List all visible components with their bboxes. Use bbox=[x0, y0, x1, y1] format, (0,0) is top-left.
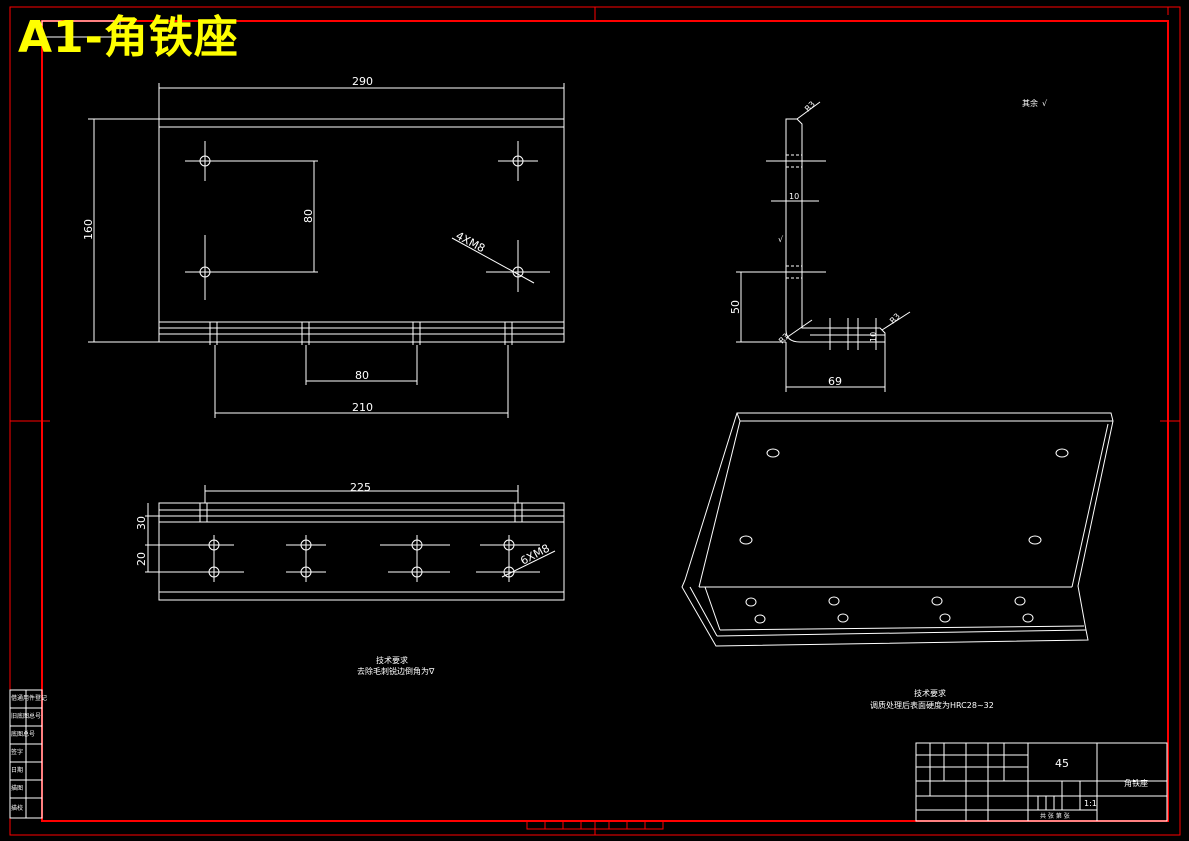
drawing-frame bbox=[9, 6, 1181, 836]
side-r-bend-label: R3 bbox=[777, 332, 791, 346]
side-leg-dim: 50 bbox=[729, 300, 742, 314]
front-view bbox=[88, 83, 565, 418]
front-bottom-210-dim: 210 bbox=[352, 401, 373, 414]
side-table-cell-5: 日期 bbox=[11, 766, 23, 774]
side-r-end-label: R3 bbox=[888, 312, 902, 326]
side-table bbox=[9, 689, 43, 819]
side-table-cell-4: 签字 bbox=[11, 748, 23, 756]
side-view bbox=[736, 101, 911, 392]
side-thickness-base-dim: 10 bbox=[869, 332, 878, 342]
front-height-dim: 160 bbox=[82, 219, 95, 240]
bottom-30-dim: 30 bbox=[135, 516, 148, 530]
side-thickness-dim: 10 bbox=[789, 192, 799, 201]
title-block bbox=[915, 742, 1168, 822]
isometric-view bbox=[681, 412, 1114, 647]
front-pattern-label: 4XM8 bbox=[454, 229, 488, 255]
side-table-cell-6: 描图 bbox=[11, 784, 23, 792]
bottom-length-dim: 225 bbox=[350, 481, 371, 494]
tech-req-right-title: 技术要求 bbox=[914, 688, 946, 698]
side-roughness-mark: √ bbox=[778, 235, 784, 244]
title-block-material: 45 bbox=[1055, 757, 1069, 770]
roughness-other-label: 其余 bbox=[1022, 98, 1038, 108]
side-width-dim: 69 bbox=[828, 375, 842, 388]
tech-req-left-body: 去除毛刺锐边倒角为∇ bbox=[357, 666, 435, 676]
side-r-top-label: R3 bbox=[803, 100, 817, 114]
side-table-cell-7: 描校 bbox=[11, 804, 23, 812]
roughness-other-symbol: √ bbox=[1042, 99, 1048, 108]
title-block-part-name: 角铁座 bbox=[1124, 778, 1148, 788]
drawing-title: A1-角铁座 bbox=[18, 12, 239, 63]
title-box bbox=[41, 20, 121, 38]
side-table-cell-1: 借通用件登记 bbox=[11, 694, 47, 702]
tech-req-right-body: 调质处理后表面硬度为HRC28~32 bbox=[870, 700, 994, 710]
side-table-cell-3: 底图总号 bbox=[11, 730, 35, 738]
title-block-footer: 共 张 第 张 bbox=[1040, 812, 1070, 820]
title-block-scale: 1:1 bbox=[1084, 799, 1097, 808]
bottom-view bbox=[145, 485, 565, 601]
tech-req-left-title: 技术要求 bbox=[376, 655, 408, 665]
bottom-pattern-label: 6XM8 bbox=[518, 542, 552, 568]
front-hole-spacing-dim: 80 bbox=[302, 209, 315, 223]
bottom-20-dim: 20 bbox=[135, 552, 148, 566]
side-table-cell-2: 旧底图总号 bbox=[11, 712, 41, 720]
front-bottom-80-dim: 80 bbox=[355, 369, 369, 382]
front-width-dim: 290 bbox=[352, 75, 373, 88]
